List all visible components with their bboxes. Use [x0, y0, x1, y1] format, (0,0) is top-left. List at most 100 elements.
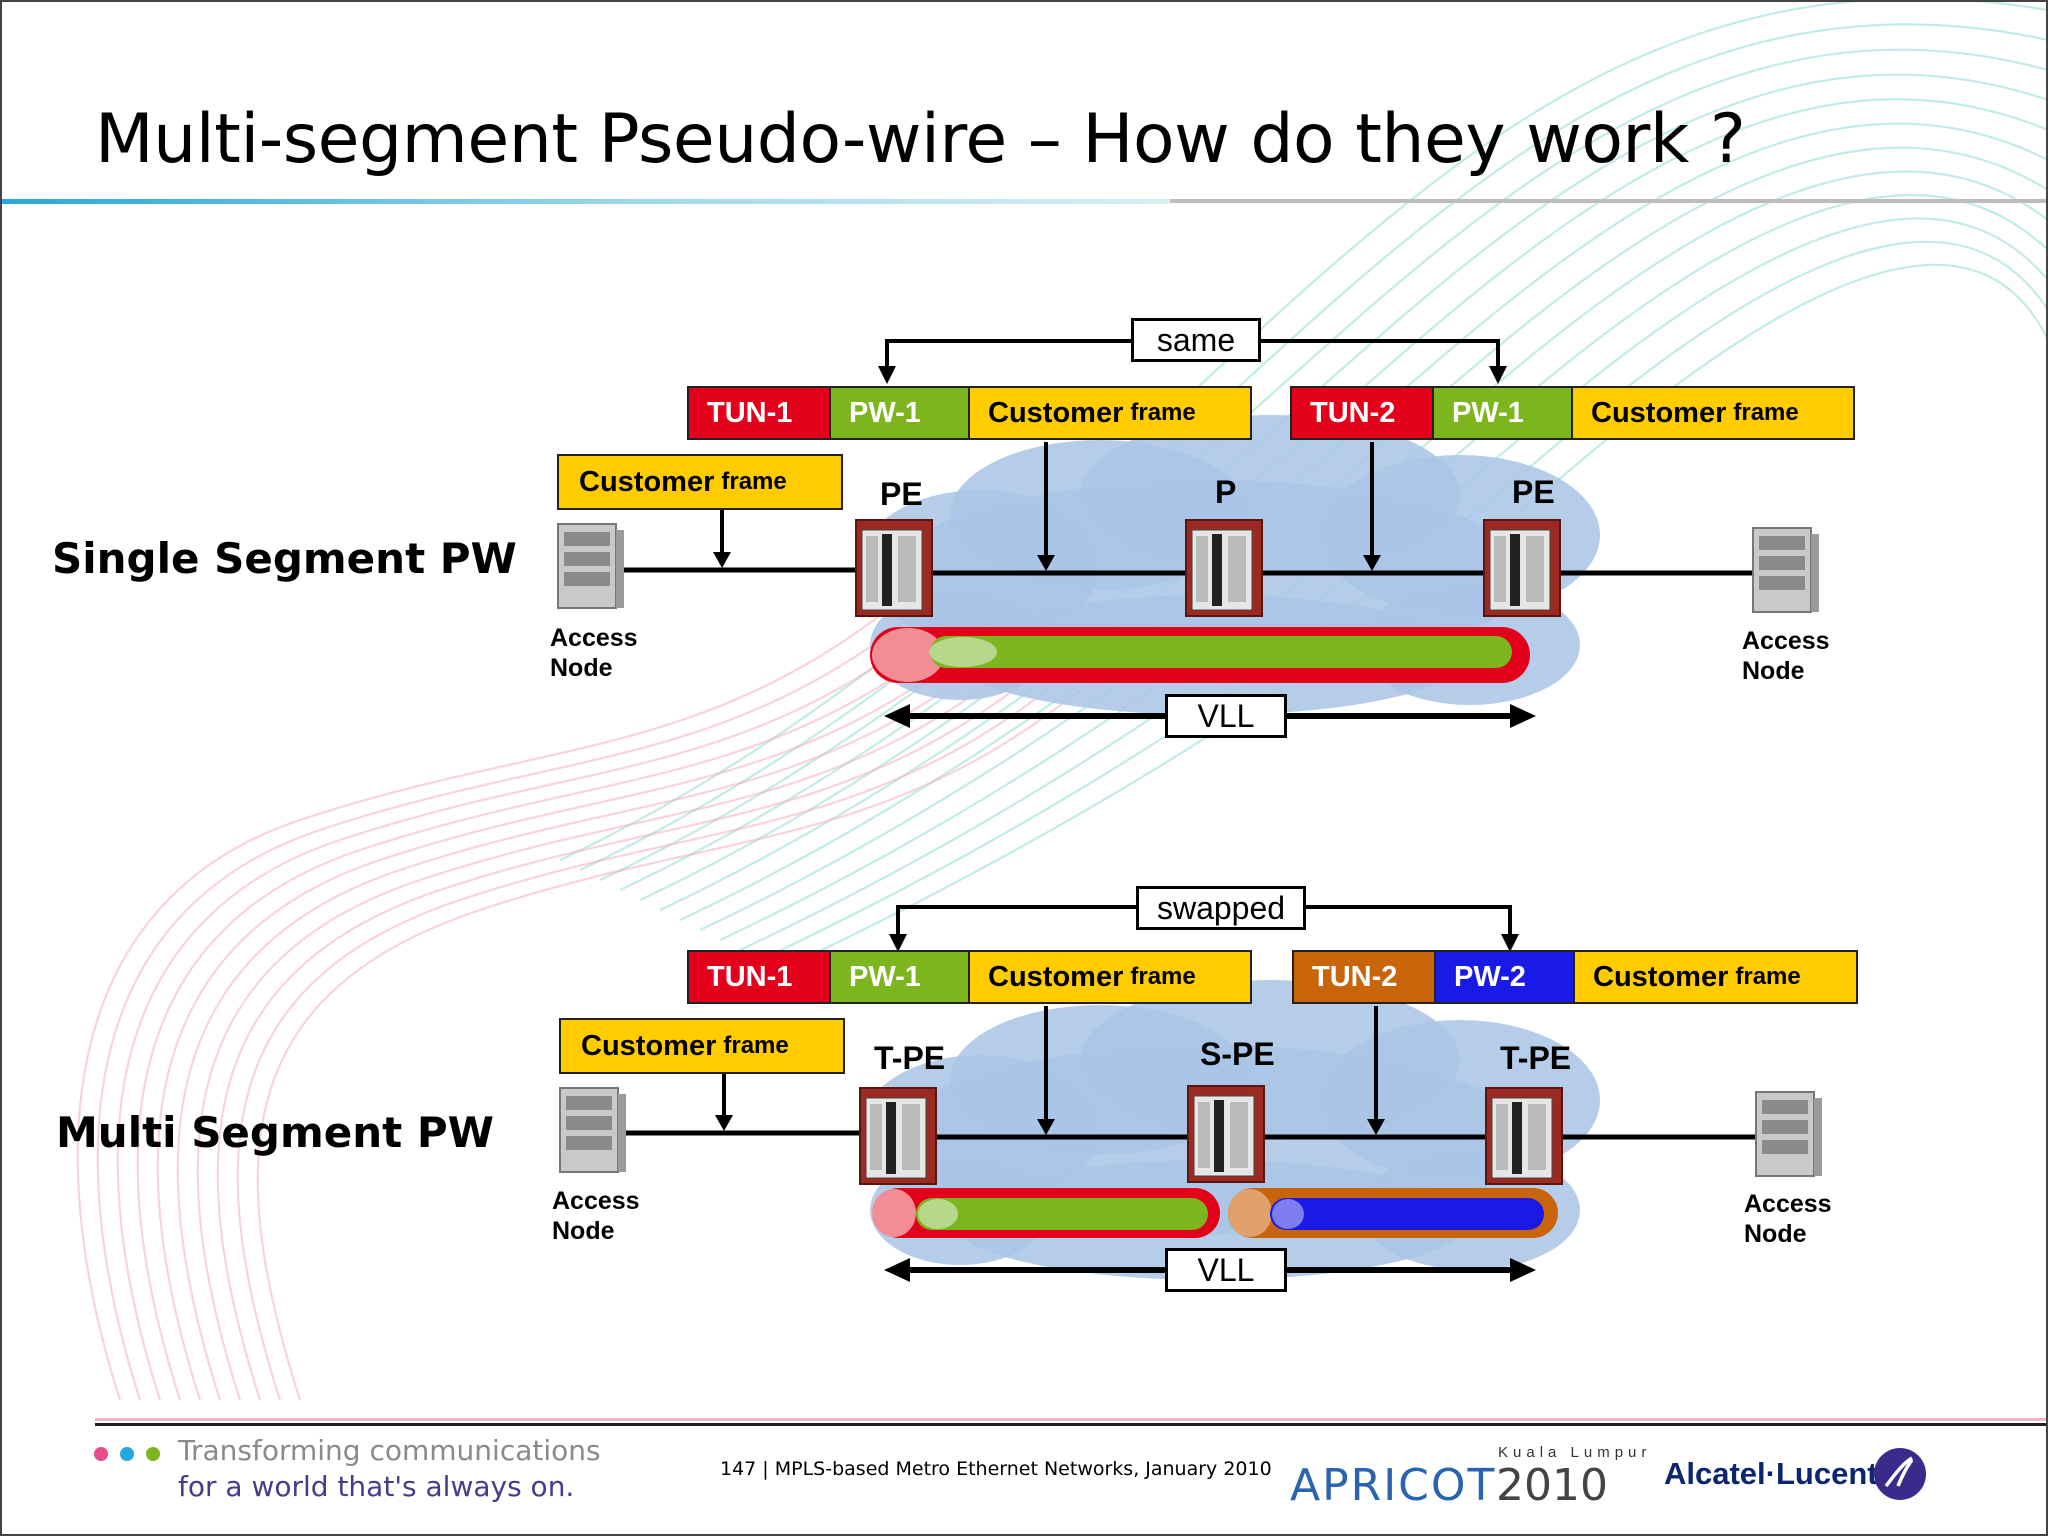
pw1-segment: PW-1	[829, 388, 968, 438]
cf-main: Customer	[579, 465, 715, 498]
multi-hdr-left-arrow-head	[1037, 1119, 1055, 1135]
single-vll-arrow-right-head	[1510, 704, 1536, 728]
multi-cf-arrow-head	[715, 1115, 733, 1131]
swapped-bracket-left-head	[889, 934, 907, 952]
single-access-right-icon	[1752, 527, 1819, 613]
single-p-label: P	[1215, 474, 1237, 510]
single-p-router-icon	[1185, 519, 1263, 617]
multi-spe-router-icon	[1187, 1085, 1265, 1183]
event-name-logo: APRICOT	[1290, 1460, 1497, 1511]
multi-tpe-left-label: T-PE	[874, 1040, 946, 1076]
single-access-left-icon	[557, 523, 624, 609]
same-bracket-left	[885, 339, 1131, 370]
single-hdr-left-arrow-head	[1037, 555, 1055, 571]
same-label: same	[1131, 318, 1261, 362]
single-vll-label: VLL	[1165, 694, 1287, 738]
access-word: Access	[1742, 627, 1830, 655]
multi-vll-arrow-right-head	[1510, 1258, 1536, 1282]
tun1-segment: TUN-1	[689, 952, 829, 1002]
swapped-bracket-right-head	[1501, 934, 1519, 952]
cf-small: frame	[1130, 399, 1196, 426]
tun1-segment: TUN-1	[689, 388, 829, 438]
multi-tunnel-2-end	[1228, 1189, 1272, 1237]
swapped-bracket-left	[896, 905, 1136, 938]
same-bracket-right-head	[1489, 366, 1507, 384]
cf-small: frame	[723, 1032, 789, 1059]
cf-small: frame	[721, 468, 787, 495]
node-word: Node	[550, 654, 613, 682]
single-access-node-right: Access Node	[1742, 626, 1830, 686]
cf-main: Customer	[1593, 960, 1729, 993]
multi-hdr-right-arrow-head	[1367, 1119, 1385, 1135]
single-hdr-right-arrow-head	[1363, 555, 1381, 571]
single-tunnel-end	[872, 628, 944, 682]
cf-small: frame	[1733, 399, 1799, 426]
multi-access-left-icon	[559, 1087, 626, 1173]
header-rule	[0, 199, 1170, 204]
page-title: Multi-segment Pseudo-wire – How do they …	[95, 100, 1746, 179]
multi-tpe-right-router-icon	[1485, 1087, 1563, 1185]
pw2-segment: PW-2	[1434, 952, 1573, 1002]
decorative-waves	[76, 0, 2048, 1401]
cf-main: Customer	[988, 960, 1124, 993]
single-pseudowire-end	[929, 637, 997, 667]
brand-logo-text: Alcatel·Lucent	[1664, 1456, 1878, 1491]
single-segment-label: Single Segment PW	[52, 534, 517, 583]
multi-tunnel-1-end	[872, 1189, 916, 1237]
same-bracket-left-head	[878, 366, 896, 384]
multi-pseudowire-1	[916, 1198, 1208, 1230]
tun2-segment: TUN-2	[1294, 952, 1434, 1002]
single-cf-arrow-head	[713, 552, 731, 568]
multi-vll-label: VLL	[1165, 1248, 1287, 1292]
multi-segment-label: Multi Segment PW	[56, 1108, 494, 1157]
pw1-segment: PW-1	[829, 952, 968, 1002]
multi-spe-label: S-PE	[1200, 1036, 1275, 1072]
access-word: Access	[552, 1187, 640, 1215]
single-pseudowire	[930, 636, 1512, 668]
single-access-node-left: Access Node	[550, 623, 638, 683]
node-word: Node	[1742, 657, 1805, 685]
access-word: Access	[550, 624, 638, 652]
multi-access-node-right: Access Node	[1744, 1189, 1832, 1249]
footer-tagline-1: Transforming communications	[178, 1434, 601, 1467]
access-word: Access	[1744, 1190, 1832, 1218]
tun2-segment: TUN-2	[1292, 388, 1432, 438]
multi-vll-arrow-left-head	[884, 1258, 910, 1282]
header-rule-right	[1170, 199, 2048, 203]
cf-small: frame	[1130, 963, 1196, 990]
node-word: Node	[1744, 1220, 1807, 1248]
single-vll-arrow-left-head	[884, 704, 910, 728]
multi-access-right-icon	[1755, 1091, 1822, 1177]
footer-tagline-2: for a world that's always on.	[178, 1470, 575, 1503]
multi-tpe-left-router-icon	[859, 1087, 937, 1185]
cf-main: Customer	[988, 396, 1124, 429]
footer-rule	[95, 1423, 2048, 1426]
node-word: Node	[552, 1217, 615, 1245]
alcatel-lucent-logo-icon	[1874, 1448, 1926, 1500]
cf-main: Customer	[581, 1029, 717, 1062]
single-pe-left-router-icon	[855, 519, 933, 617]
single-pe-right-router-icon	[1483, 519, 1561, 617]
multi-pseudowire-2-end	[1272, 1199, 1304, 1229]
multi-access-node-left: Access Node	[552, 1186, 640, 1246]
single-pe-right-label: PE	[1512, 474, 1555, 510]
multi-tpe-right-label: T-PE	[1500, 1040, 1572, 1076]
footer-dot-pink	[94, 1447, 108, 1461]
event-year: 2010	[1496, 1460, 1608, 1511]
footer-rule-pink	[95, 1418, 2048, 1421]
footer-page-text: 147 | MPLS-based Metro Ethernet Networks…	[720, 1458, 1272, 1480]
single-pe-left-label: PE	[880, 476, 923, 512]
cf-main: Customer	[1591, 396, 1727, 429]
same-bracket-right	[1261, 339, 1500, 370]
event-city: Kuala Lumpur	[1498, 1444, 1652, 1461]
